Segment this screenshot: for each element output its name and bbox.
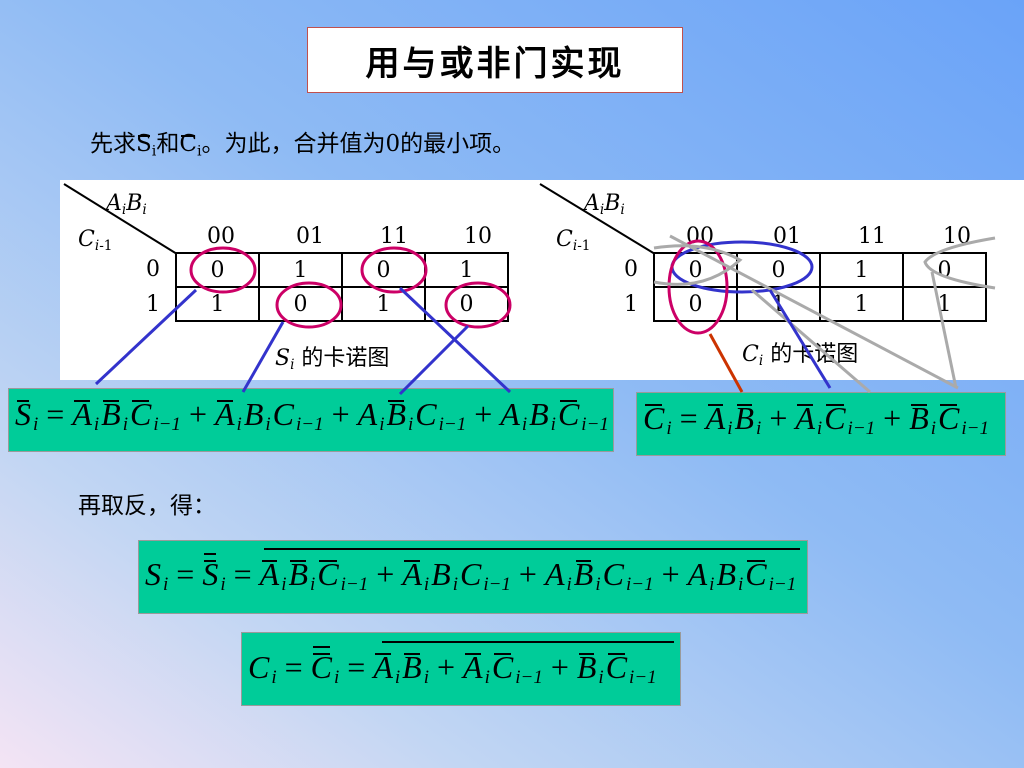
kmap-c-diagonal [539, 183, 656, 255]
kmap-c-row-0: 0 [624, 257, 638, 282]
kmap-s-circle [444, 281, 512, 329]
connector-red [708, 333, 744, 393]
kmap-c-cell: 1 [819, 252, 904, 288]
intro-line: 先求Si和Ci。为此，合并值为0的最小项。 [90, 131, 516, 160]
intro-s-bar: S [136, 131, 152, 157]
eq-c-bar-box [636, 392, 1006, 456]
kmap-c-c-label: Ci-1 [556, 227, 591, 255]
kmap-s-circle [360, 246, 428, 294]
kmap-s-caption: Si 的卡诺图 [275, 346, 390, 374]
kmap-s-row-0: 0 [146, 257, 160, 282]
retake-text: 再取反，得： [78, 493, 216, 519]
kmap-s-diagonal [63, 183, 178, 255]
eq-s-big-overbar [264, 548, 800, 550]
kmap-c-circle [667, 239, 729, 335]
connector-gray [930, 271, 958, 389]
kmap-s-cell: 0 [424, 286, 509, 322]
intro-suffix: 。为此，合并值为0的最小项。 [201, 131, 516, 157]
kmap-s-col-10: 10 [464, 224, 492, 249]
kmap-s-cell: 0 [341, 252, 426, 288]
intro-prefix: 先求 [90, 131, 136, 157]
eq-c-big-overbar [382, 641, 674, 643]
connector-gray [669, 234, 959, 390]
intro-c-bar: C [179, 131, 197, 157]
eq-c-box [241, 632, 681, 706]
kmap-s-col-01: 01 [296, 224, 324, 249]
kmap-c-col-11: 11 [858, 224, 886, 249]
kmap-s-table: 0 1 0 1 1 0 1 0 [175, 252, 509, 322]
connector-line [94, 288, 198, 386]
kmap-s-circle [189, 246, 257, 294]
kmap-c-cell: 0 [736, 252, 821, 288]
kmap-s-cell: 0 [258, 286, 343, 322]
kmap-s-cell: 1 [424, 252, 509, 288]
kmap-s-col-11: 11 [380, 224, 408, 249]
connector-gray [751, 288, 871, 394]
slide-title: 用与或非门实现 [307, 27, 683, 93]
kmap-c-row-1: 1 [624, 292, 638, 317]
kmap-c-gray-ring [923, 236, 996, 290]
eq-s-bar-box [8, 388, 614, 452]
kmap-s-row: 1 0 1 0 [175, 286, 509, 322]
kmap-s-col-00: 00 [207, 224, 235, 249]
kmap-c-ab-label: AiBi [584, 191, 625, 219]
connector-line [398, 324, 470, 396]
kmap-s-row-1: 1 [146, 292, 160, 317]
connector-line [241, 321, 285, 393]
eq-s-box [138, 540, 808, 614]
kmap-c-cell: 1 [902, 286, 987, 322]
kmap-s-circle [275, 281, 343, 329]
kmap-s-cell: 0 [175, 252, 260, 288]
kmap-c-cell: 1 [819, 286, 904, 322]
kmap-s-cell: 1 [258, 252, 343, 288]
connector-blue [768, 289, 832, 389]
kmap-c-gray-ring [653, 244, 743, 286]
kmap-s-row: 0 1 0 1 [175, 252, 509, 288]
kmap-s-c-label: Ci-1 [78, 227, 113, 255]
kmap-s-ab-label: AiBi [106, 191, 147, 219]
